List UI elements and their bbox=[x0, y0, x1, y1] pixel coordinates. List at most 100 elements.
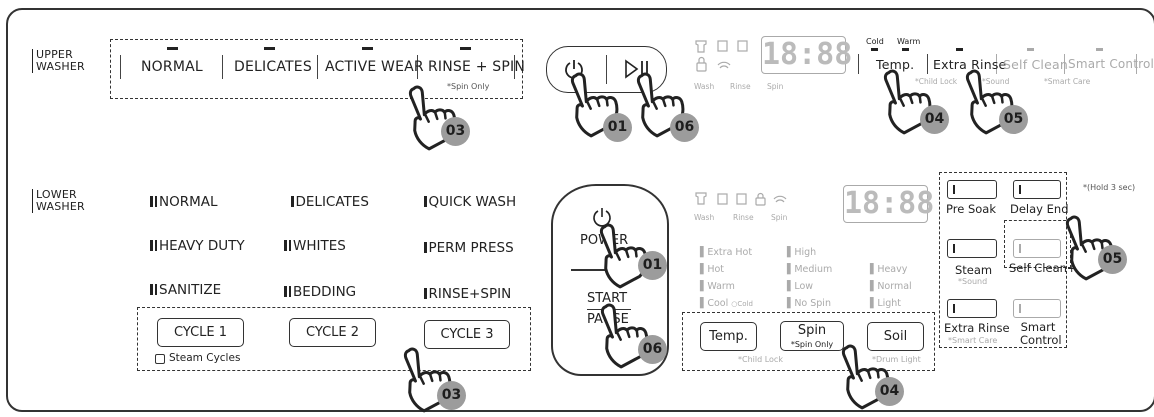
callout-03-lower: 03 bbox=[437, 381, 466, 410]
divider bbox=[222, 55, 224, 79]
lower-cycle-bedding[interactable]: BEDDING bbox=[284, 284, 356, 300]
lower-stage-rinse: Rinse bbox=[733, 213, 754, 222]
temp-button[interactable]: Temp. bbox=[700, 322, 757, 351]
extra-rinse-button[interactable] bbox=[947, 299, 997, 318]
upper-cycle-active-wear[interactable]: ACTIVE WEAR bbox=[325, 59, 424, 75]
upper-washer-label: UPPER WASHER bbox=[32, 49, 85, 73]
spin-level-high: ▌High bbox=[787, 247, 817, 258]
upper-digital-display: 18:88 bbox=[761, 36, 853, 74]
callout-05-upper: 05 bbox=[999, 105, 1028, 134]
lower-cycle-delicates[interactable]: DELICATES bbox=[291, 194, 369, 210]
upper-cycle-indicator bbox=[362, 47, 373, 50]
upper-status-icons bbox=[695, 40, 748, 72]
divider bbox=[120, 55, 122, 79]
soil-button[interactable]: Soil bbox=[867, 322, 924, 351]
upper-smart-control-indicator bbox=[1096, 48, 1103, 51]
spin-level-low: ▌Low bbox=[787, 281, 814, 292]
lower-cycle-heavy-duty[interactable]: HEAVY DUTY bbox=[150, 238, 245, 254]
control-panel-frame bbox=[6, 8, 1154, 412]
upper-self-clean-indicator bbox=[1027, 48, 1034, 51]
callout-05-lower: 05 bbox=[1098, 245, 1127, 274]
spin-button[interactable]: Spin*Spin Only bbox=[780, 321, 844, 351]
upper-cycle-indicator bbox=[460, 47, 471, 50]
upper-cycle-group bbox=[110, 39, 523, 99]
lower-cycle-button-group bbox=[137, 307, 531, 371]
upper-stage-rinse: Rinse bbox=[730, 82, 751, 91]
upper-sound-note: *Sound bbox=[982, 77, 1010, 86]
lower-cycle-quick-wash[interactable]: QUICK WASH bbox=[424, 194, 516, 210]
upper-cycle-indicator bbox=[167, 47, 178, 50]
lower-side-option-group bbox=[939, 172, 1067, 348]
drum-light-note: *Drum Light bbox=[872, 355, 921, 364]
divider bbox=[1064, 54, 1066, 74]
divider bbox=[417, 55, 419, 79]
lower-cycle-normal[interactable]: NORMAL bbox=[150, 194, 218, 210]
divider bbox=[317, 55, 319, 79]
soil-level-normal: ▌Normal bbox=[870, 281, 912, 292]
callout-04-lower: 04 bbox=[875, 377, 904, 406]
callout-01-upper: 01 bbox=[603, 113, 632, 142]
self-clean-group bbox=[1004, 220, 1071, 268]
divider bbox=[996, 54, 998, 74]
hold-note: *(Hold 3 sec) bbox=[1083, 183, 1136, 192]
upper-cycle-normal[interactable]: NORMAL bbox=[141, 59, 203, 75]
spin-level-no-spin: ▌No Spin bbox=[787, 298, 831, 309]
cycle-1-button[interactable]: CYCLE 1 bbox=[157, 318, 244, 347]
upper-option-extra-rinse[interactable]: Extra Rinse bbox=[933, 57, 1007, 72]
upper-temp-indicator bbox=[871, 48, 878, 51]
callout-06-upper: 06 bbox=[670, 113, 699, 142]
lower-stage-spin: Spin bbox=[771, 213, 788, 222]
divider bbox=[514, 55, 516, 79]
steam-label: Steam bbox=[955, 263, 993, 277]
callout-03-upper: 03 bbox=[441, 117, 470, 146]
upper-spin-only-note: *Spin Only bbox=[447, 82, 490, 91]
steam-button[interactable] bbox=[947, 239, 997, 258]
upper-cycle-rinse-spin[interactable]: RINSE + SPIN bbox=[428, 59, 526, 75]
upper-option-self-clean[interactable]: Self Clean bbox=[1003, 57, 1068, 72]
lower-cycle-sanitize[interactable]: SANITIZE bbox=[150, 282, 221, 298]
cycle-2-button[interactable]: CYCLE 2 bbox=[289, 318, 376, 347]
pointing-hand-icon bbox=[591, 215, 654, 291]
start-label[interactable]: START bbox=[587, 291, 628, 306]
soil-level-heavy: ▌Heavy bbox=[870, 264, 908, 275]
extra-rinse-label: Extra Rinse bbox=[944, 321, 1010, 335]
lower-digital-display: 18:88 bbox=[843, 185, 935, 223]
steam-sound-note: *Sound bbox=[958, 277, 988, 286]
pre-soak-button[interactable] bbox=[947, 180, 997, 199]
upper-child-lock-note: *Child Lock bbox=[915, 77, 958, 86]
lower-child-lock-note: *Child Lock bbox=[738, 355, 783, 364]
upper-option-temp[interactable]: Temp. bbox=[876, 57, 915, 72]
lower-power-start-pod bbox=[551, 184, 669, 376]
lower-option-button-group bbox=[682, 312, 935, 371]
lower-cycle-whites[interactable]: WHITES bbox=[284, 238, 346, 254]
steam-cycles-icon bbox=[155, 354, 165, 364]
lower-stage-wash: Wash bbox=[694, 213, 715, 222]
lower-washer-label: LOWER WASHER bbox=[32, 189, 85, 213]
temp-level-hot: ▌Hot bbox=[700, 264, 724, 275]
delay-end-label: Delay End bbox=[1010, 202, 1069, 216]
lower-cycle-rinse-spin[interactable]: RINSE+SPIN bbox=[424, 286, 511, 302]
smart-control-button[interactable] bbox=[1013, 299, 1061, 318]
divider bbox=[1136, 54, 1138, 74]
soil-level-light: ▌Light bbox=[870, 298, 902, 309]
lower-cycle-perm-press[interactable]: PERM PRESS bbox=[424, 240, 514, 256]
self-clean-plus-button[interactable] bbox=[1013, 239, 1061, 258]
divider bbox=[858, 54, 860, 74]
lower-power-icon[interactable] bbox=[591, 206, 613, 228]
upper-temp-indicator bbox=[902, 48, 909, 51]
temp-level-cool: ▌Cool ○Cold bbox=[700, 298, 753, 309]
upper-temp-cold-label: Cold bbox=[866, 37, 884, 46]
self-clean-plus-label: Self Clean+ bbox=[1009, 261, 1077, 275]
upper-cycle-delicates[interactable]: DELICATES bbox=[234, 59, 312, 75]
upper-stage-spin: Spin bbox=[767, 82, 784, 91]
callout-06-lower: 06 bbox=[638, 335, 667, 364]
spin-level-medium: ▌Medium bbox=[787, 264, 833, 275]
lower-status-icons bbox=[695, 192, 787, 206]
upper-smart-care-note: *Smart Care bbox=[1044, 77, 1091, 86]
delay-end-button[interactable] bbox=[1013, 180, 1061, 199]
steam-cycles-note: Steam Cycles bbox=[169, 352, 241, 364]
upper-cycle-indicator bbox=[264, 47, 275, 50]
upper-power-start-pod bbox=[546, 46, 667, 93]
cycle-3-button[interactable]: CYCLE 3 bbox=[424, 320, 510, 349]
upper-option-smart-control[interactable]: Smart Control bbox=[1068, 57, 1154, 71]
